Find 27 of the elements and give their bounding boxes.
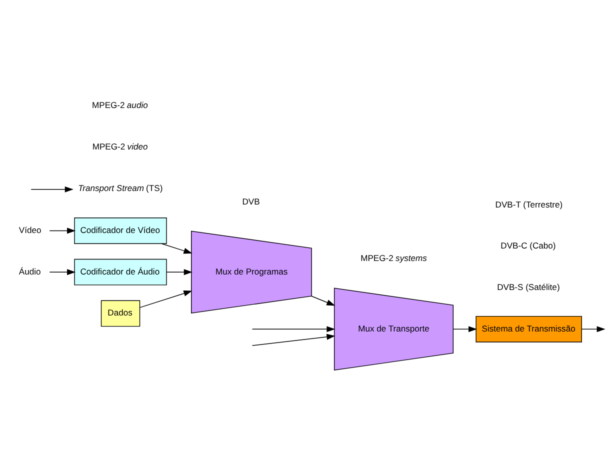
node-text: Áudio bbox=[18, 266, 41, 276]
node-box: Dados bbox=[100, 300, 140, 326]
node-text: Vídeo bbox=[18, 224, 42, 234]
node-box: Codificador de Vídeo bbox=[74, 217, 167, 244]
label: MPEG-2 video bbox=[92, 141, 148, 152]
arrow bbox=[581, 326, 606, 332]
label: MPEG-2 systems bbox=[360, 252, 427, 262]
label: DVB-C (Cabo) bbox=[500, 240, 556, 250]
node-text: Transport Stream (TS) bbox=[78, 182, 163, 192]
label: DVB bbox=[242, 196, 260, 206]
arrow bbox=[252, 326, 336, 332]
label: MPEG-2 audio bbox=[92, 100, 148, 110]
arrow bbox=[30, 186, 74, 192]
arrow bbox=[452, 326, 478, 332]
arrow bbox=[311, 295, 336, 306]
arrow bbox=[139, 290, 192, 308]
label: DVB-T (Terrestre) bbox=[495, 198, 563, 209]
arrow bbox=[49, 227, 76, 234]
node-box: Mux de Transporte bbox=[334, 287, 454, 370]
arrow bbox=[252, 333, 336, 346]
label: DVB-S (Satélite) bbox=[497, 282, 560, 292]
node-box: Sistema de Transmissão bbox=[476, 315, 582, 342]
arrow bbox=[166, 268, 192, 275]
arrow bbox=[161, 242, 192, 254]
node-box: Codificador de Áudio bbox=[74, 258, 167, 285]
node-box: Mux de Programas bbox=[191, 230, 312, 314]
arrow bbox=[49, 268, 76, 275]
